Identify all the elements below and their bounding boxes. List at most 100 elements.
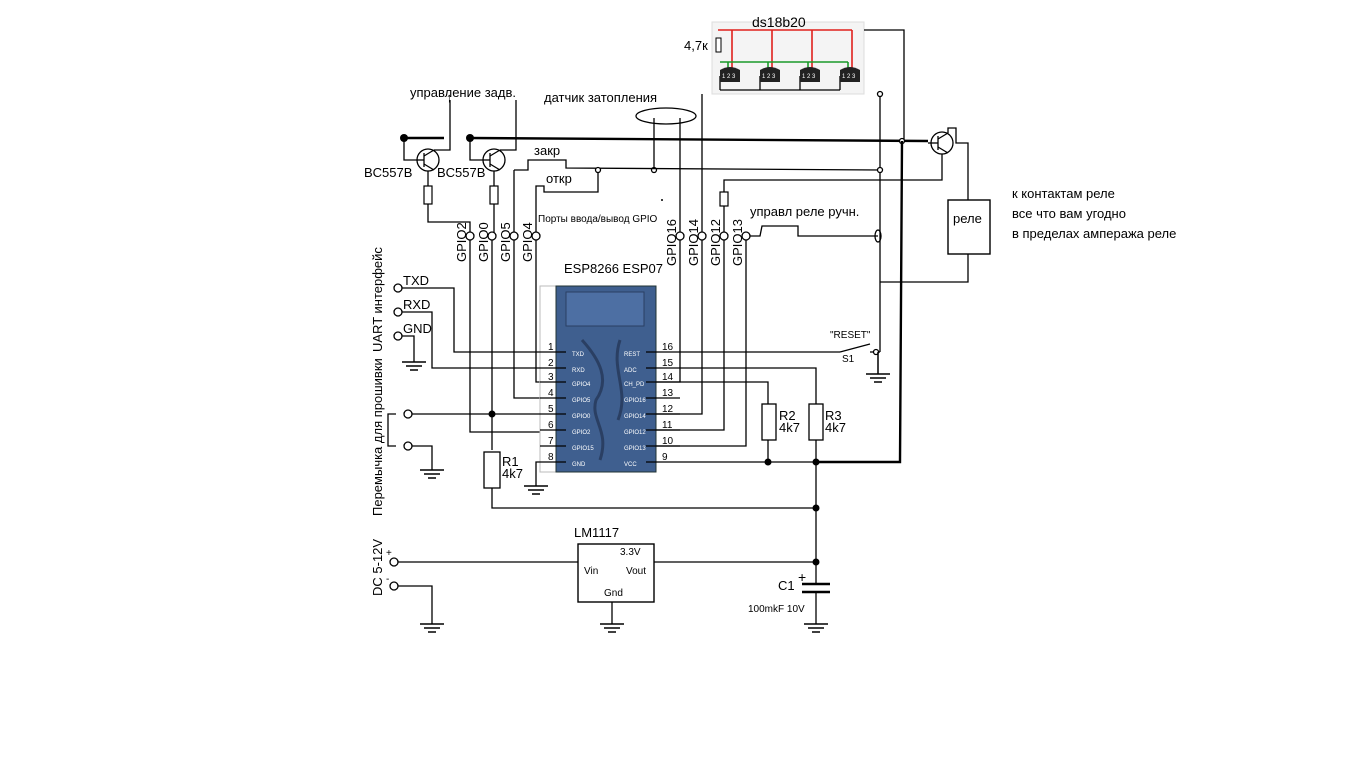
ground-symbol bbox=[600, 623, 624, 633]
ds18b20-sensor: 1 2 3 bbox=[800, 67, 820, 82]
relay-manual-label: управл реле ручн. bbox=[750, 204, 859, 219]
pullup-resistor bbox=[715, 37, 722, 53]
c1-plus: + bbox=[798, 569, 806, 585]
gpio-label: GPIO12 bbox=[708, 219, 723, 266]
module-pin-label: GPIO15 bbox=[572, 446, 594, 452]
pin-number: 7 bbox=[548, 436, 554, 447]
pin-number: 8 bbox=[548, 452, 554, 463]
pin-number: 5 bbox=[548, 404, 554, 415]
relay-box bbox=[947, 199, 991, 255]
pin-number: 12 bbox=[662, 404, 674, 415]
pin-number: 2 bbox=[548, 358, 554, 369]
flood-sensor-label: датчик затопления bbox=[544, 90, 657, 105]
module-pin-label: GPIO13 bbox=[624, 446, 646, 452]
gpio-header: GPIO2 GPIO0 GPIO5 GPIO4 GPIO16 GPIO14 GP… bbox=[454, 219, 751, 266]
relay-note-line-3: в пределах ампеража реле bbox=[1012, 226, 1176, 241]
module-pin-label: GPIO16 bbox=[624, 398, 646, 404]
ground-symbol bbox=[866, 352, 890, 383]
resistor-r3 bbox=[808, 403, 824, 441]
esp8266-module: ESP8266 ESP07 1 2 3 4 5 6 7 8 16 15 14 1… bbox=[539, 261, 680, 473]
pin-number: 1 bbox=[548, 342, 554, 353]
jumper-label: Перемычка для прошивки bbox=[370, 358, 385, 516]
module-pin-label: RXD bbox=[572, 368, 585, 374]
module-pin-label: ADC bbox=[624, 368, 637, 374]
ground-symbol bbox=[420, 469, 444, 479]
dc-plus: + bbox=[386, 548, 392, 559]
dc-input-label: DC 5-12V bbox=[370, 539, 385, 596]
relay-transistor bbox=[928, 131, 954, 155]
svg-text:↑: ↑ bbox=[446, 90, 453, 105]
resistor-r1 bbox=[483, 451, 501, 489]
r3-label: R3 bbox=[825, 408, 842, 423]
flood-sensor-loop bbox=[635, 107, 697, 125]
sensor-pin-mark: 1 2 3 bbox=[802, 74, 816, 80]
pin-number: 6 bbox=[548, 420, 554, 431]
module-pin-label: GPIO14 bbox=[624, 414, 646, 420]
c1-label: C1 bbox=[778, 578, 795, 593]
regulator-vin: Vin bbox=[584, 566, 598, 577]
uart-interface-label: UART интерфейс bbox=[370, 247, 385, 352]
resistor-r2 bbox=[761, 403, 777, 441]
reset-label: "RESET" bbox=[830, 330, 871, 341]
module-pin-label: GPIO5 bbox=[572, 398, 591, 404]
module-pin-label: GPIO12 bbox=[624, 430, 646, 436]
module-pin-label: VCC bbox=[624, 462, 637, 468]
relay-note-line-1: к контактам реле bbox=[1012, 186, 1115, 201]
ground-symbol bbox=[402, 361, 426, 371]
dc-minus: - bbox=[386, 574, 389, 585]
regulator-output-voltage: 3.3V bbox=[620, 547, 641, 558]
flash-jumper: Перемычка для прошивки bbox=[370, 358, 413, 516]
r1-value: 4k7 bbox=[502, 466, 523, 481]
bc557b-transistor-right bbox=[482, 148, 506, 172]
ds18b20-sensor: 1 2 3 bbox=[720, 67, 740, 82]
ds18b20-sensor: 1 2 3 bbox=[840, 67, 860, 82]
module-pin-label: TXD bbox=[572, 352, 585, 358]
sensor-pin-mark: 1 2 3 bbox=[842, 74, 856, 80]
uart-gnd-label: GND bbox=[403, 321, 432, 336]
relay-note-line-2: все что вам угодно bbox=[1012, 206, 1126, 221]
regulator-title: LM1117 bbox=[574, 525, 619, 540]
r2-value: 4k7 bbox=[779, 420, 800, 435]
open-label: откр bbox=[546, 171, 572, 186]
module-pin-label: REST bbox=[624, 352, 640, 358]
uart-connector: TXD RXD GND UART интерфейс bbox=[370, 247, 432, 352]
capacitor-c1: + C1 100mkF 10V bbox=[748, 569, 830, 615]
ds18b20-sensor: 1 2 3 bbox=[760, 67, 780, 82]
sensor-pin-mark: 1 2 3 bbox=[762, 74, 776, 80]
pin-number: 13 bbox=[662, 388, 674, 399]
pin-number: 16 bbox=[662, 342, 674, 353]
pin-number: 3 bbox=[548, 372, 554, 383]
ds18b20-title: ds18b20 bbox=[752, 14, 806, 30]
s1-label: S1 bbox=[842, 354, 855, 365]
module-pin-label: CH_PD bbox=[624, 382, 645, 388]
relay-label: реле bbox=[953, 211, 982, 226]
transistor-label-left: BC557B bbox=[364, 165, 412, 180]
gpio-label: GPIO2 bbox=[454, 222, 469, 262]
gpio-label: GPIO4 bbox=[520, 222, 535, 262]
regulator-vout: Vout bbox=[626, 566, 646, 577]
bc557b-transistor-left bbox=[416, 148, 440, 172]
transistor-label-right: BC557B bbox=[437, 165, 485, 180]
module-pin-label: GPIO4 bbox=[572, 382, 591, 388]
module-pin-label: GND bbox=[572, 462, 586, 468]
c1-value: 100mkF 10V bbox=[748, 604, 805, 615]
ground-symbol bbox=[420, 623, 444, 633]
pin-number: 11 bbox=[662, 420, 673, 431]
module-title: ESP8266 ESP07 bbox=[564, 261, 663, 276]
r1-label: R1 bbox=[502, 454, 519, 469]
module-pin-label: GPIO0 bbox=[572, 414, 591, 420]
ds18b20-panel: 1 2 3 1 2 3 1 2 3 1 2 3 ds18b20 4,7к bbox=[684, 14, 865, 95]
r3-value: 4k7 bbox=[825, 420, 846, 435]
gpio-ports-label: Порты ввода/вывод GPIO bbox=[538, 214, 658, 225]
module-pin-label: GPIO2 bbox=[572, 430, 591, 436]
sensor-pin-mark: 1 2 3 bbox=[722, 74, 736, 80]
ground-symbol bbox=[804, 623, 828, 633]
gpio-label: GPIO0 bbox=[476, 222, 491, 262]
rxd-label: RXD bbox=[403, 297, 430, 312]
lm1117-regulator: LM1117 3.3V Vin Vout Gnd bbox=[574, 525, 655, 603]
gpio-label: GPIO13 bbox=[730, 219, 745, 266]
gpio-label: GPIO14 bbox=[686, 219, 701, 266]
gpio-label: GPIO5 bbox=[498, 222, 513, 262]
txd-label: TXD bbox=[403, 273, 429, 288]
